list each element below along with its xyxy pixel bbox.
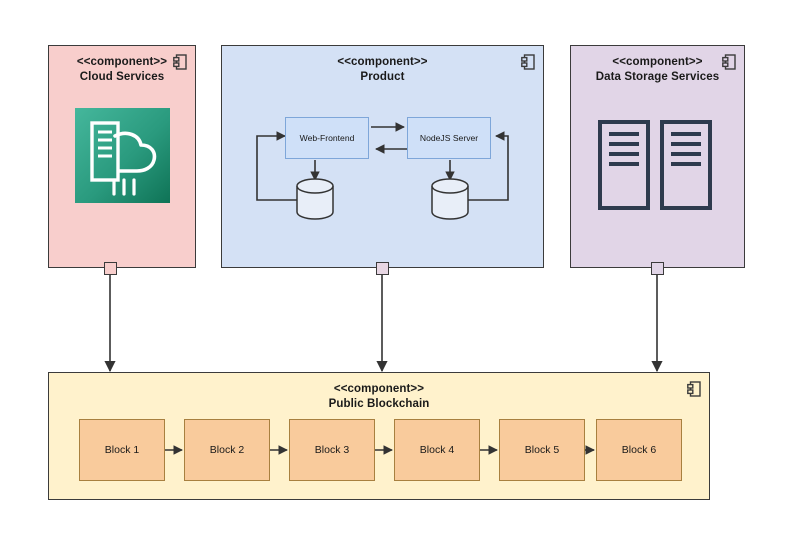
block-label: Block 4 <box>419 444 455 456</box>
port-cloud-services[interactable] <box>104 262 117 275</box>
component-name: Public Blockchain <box>328 398 430 410</box>
block-item[interactable]: Block 2 <box>184 419 270 481</box>
component-cloud-services-title: <<component>> Cloud Services <box>49 55 195 85</box>
component-data-storage-services-title: <<component>> Data Storage Services <box>571 55 744 85</box>
node-nodejs-server-label: NodeJS Server <box>419 133 479 143</box>
component-cloud-services[interactable]: <<component>> Cloud Services <box>48 45 196 268</box>
stereotype-label: <<component>> <box>333 383 425 395</box>
uml-component-icon <box>521 54 535 70</box>
block-item[interactable]: Block 3 <box>289 419 375 481</box>
database-cylinder-frontend <box>296 178 334 220</box>
stereotype-label: <<component>> <box>337 56 428 68</box>
block-label: Block 3 <box>314 444 350 456</box>
stereotype-label: <<component>> <box>76 56 168 68</box>
component-name: Product <box>360 71 405 83</box>
stereotype-label: <<component>> <box>612 56 703 68</box>
node-web-frontend[interactable]: Web-Frontend <box>285 117 369 159</box>
component-product-title: <<component>> Product <box>222 55 543 85</box>
node-nodejs-server[interactable]: NodeJS Server <box>407 117 491 159</box>
block-label: Block 6 <box>621 444 657 456</box>
port-product[interactable] <box>376 262 389 275</box>
block-item[interactable]: Block 4 <box>394 419 480 481</box>
block-label: Block 1 <box>104 444 140 456</box>
component-data-storage-services[interactable]: <<component>> Data Storage Services <box>570 45 745 268</box>
server-rack-icon <box>598 120 712 210</box>
block-item[interactable]: Block 1 <box>79 419 165 481</box>
uml-component-icon <box>173 54 187 70</box>
component-name: Data Storage Services <box>595 71 720 83</box>
block-label: Block 2 <box>209 444 245 456</box>
block-item[interactable]: Block 6 <box>596 419 682 481</box>
database-cylinder-server <box>431 178 469 220</box>
cloud-server-icon <box>75 108 170 203</box>
port-data-storage-services[interactable] <box>651 262 664 275</box>
block-label: Block 5 <box>524 444 560 456</box>
uml-component-icon <box>722 54 736 70</box>
component-public-blockchain-title: <<component>> Public Blockchain <box>49 382 709 412</box>
component-name: Cloud Services <box>79 71 165 83</box>
block-item[interactable]: Block 5 <box>499 419 585 481</box>
uml-component-icon <box>687 381 701 397</box>
node-web-frontend-label: Web-Frontend <box>299 133 355 143</box>
